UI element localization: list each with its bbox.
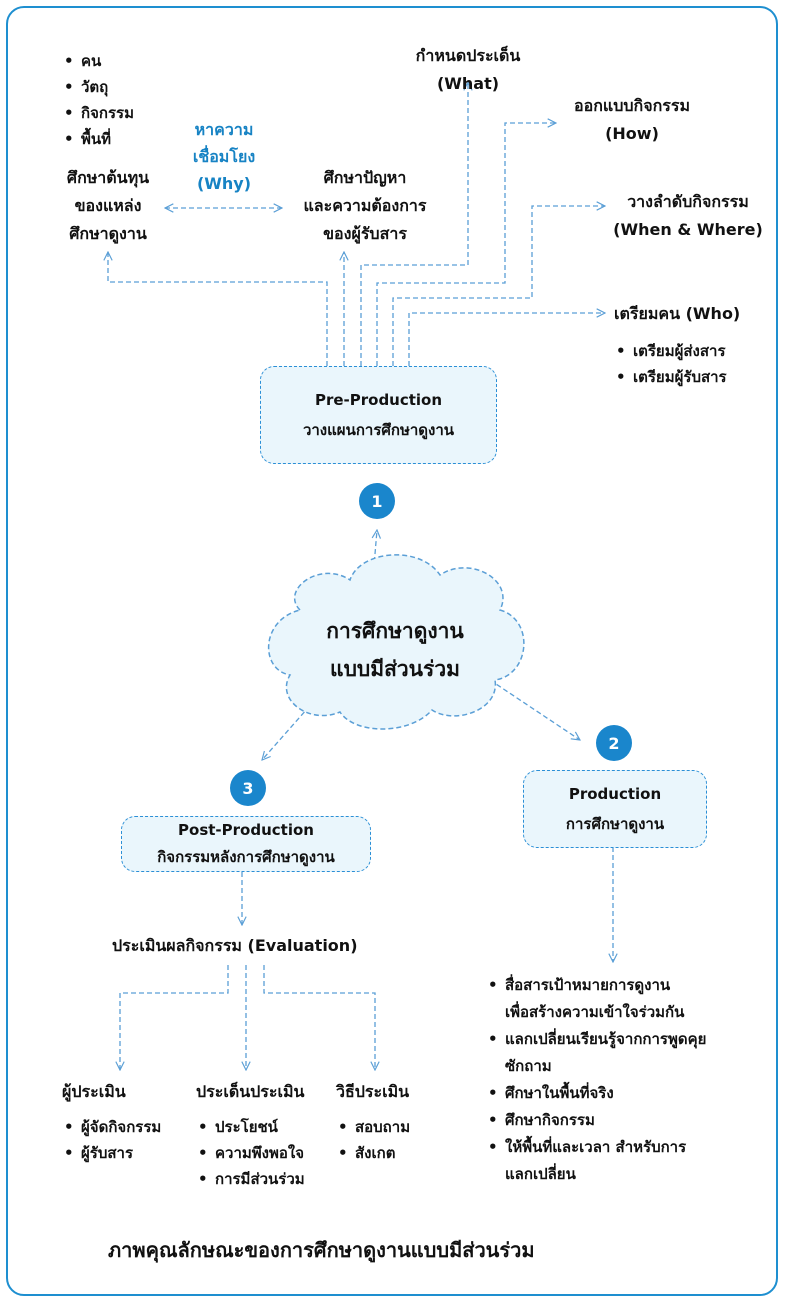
what-node: กำหนดประเด็น (What) — [415, 46, 521, 93]
line-eval-to-methods — [263, 965, 375, 1070]
step-badge-3: 3 — [230, 770, 266, 806]
list-item: ประโยชน์ — [198, 1114, 305, 1140]
line-eval-to-evaluator — [120, 965, 229, 1070]
line-to-what — [360, 82, 468, 366]
list-item: พื้นที่ — [64, 126, 134, 152]
problem-node: ศึกษาปัญหา และความต้องการ ของผู้รับสาร — [303, 168, 427, 243]
figure-caption: ภาพคุณลักษณะของการศึกษาดูงานแบบมีส่วนร่ว… — [108, 1238, 535, 1262]
list-item-continued: เพื่อสร้างความเข้าใจร่วมกัน — [505, 1003, 685, 1021]
list-item-continued: ซักถาม — [505, 1057, 552, 1075]
why-label: หาความ เชื่อมโยง (Why) — [192, 120, 256, 193]
left-node: ศึกษาต้นทุน ของแหล่ง ศึกษาดูงาน — [66, 168, 150, 243]
who-list: เตรียมผู้ส่งสาร เตรียมผู้รับสาร — [616, 338, 727, 390]
step-badge-1: 1 — [359, 483, 395, 519]
list-item: ความพึงพอใจ — [198, 1140, 305, 1166]
list-item: สอบถาม — [338, 1114, 410, 1140]
issues-list: ประโยชน์ ความพึงพอใจ การมีส่วนร่วม — [198, 1114, 305, 1192]
production-list: สื่อสารเป้าหมายการดูงาน เพื่อสร้างความเข… — [488, 972, 706, 1188]
list-item: ผู้รับสาร — [64, 1140, 161, 1166]
top-left-list: คน วัตถุ กิจกรรม พื้นที่ — [64, 48, 134, 152]
evaluator-title: ผู้ประเมิน — [62, 1082, 126, 1101]
who-title: เตรียมคน (Who) — [614, 304, 741, 323]
methods-title: วิธีประเมิน — [336, 1082, 410, 1101]
line-cloud-to-production — [489, 679, 580, 740]
diagram-frame — [6, 6, 778, 1296]
cloud-shape — [268, 554, 525, 730]
issues-title: ประเด็นประเมิน — [196, 1082, 305, 1101]
list-item-continued: แลกเปลี่ยน — [505, 1165, 576, 1183]
list-item: การมีส่วนร่วม — [198, 1166, 305, 1192]
when-node: วางลำดับกิจกรรม (When & Where) — [613, 192, 763, 239]
evaluator-list: ผู้จัดกิจกรรม ผู้รับสาร — [64, 1114, 161, 1166]
list-item: ให้พื้นที่และเวลา สำหรับการ — [488, 1134, 706, 1161]
list-item: เตรียมผู้รับสาร — [616, 364, 727, 390]
list-item: สื่อสารเป้าหมายการดูงาน — [488, 972, 706, 999]
list-item: วัตถุ — [64, 74, 134, 100]
list-item: คน — [64, 48, 134, 74]
line-to-how — [376, 123, 556, 366]
line-to-who — [408, 313, 605, 366]
evaluation-label: ประเมินผลกิจกรรม (Evaluation) — [112, 936, 358, 955]
line-to-left-node — [108, 252, 328, 366]
methods-list: สอบถาม สังเกต — [338, 1114, 410, 1166]
line-to-when — [392, 206, 605, 366]
line-cloud-to-post — [262, 699, 316, 760]
cloud-title: การศึกษาดูงาน แบบมีส่วนร่วม — [326, 619, 464, 681]
list-item: ศึกษากิจกรรม — [488, 1107, 706, 1134]
pre-production-box: Pre-Production วางแผนการศึกษาดูงาน — [260, 366, 497, 464]
list-item: เตรียมผู้ส่งสาร — [616, 338, 727, 364]
post-production-box: Post-Production กิจกรรมหลังการศึกษาดูงาน — [121, 816, 371, 872]
list-item: สังเกต — [338, 1140, 410, 1166]
list-item: ศึกษาในพื้นที่จริง — [488, 1080, 706, 1107]
list-item: ผู้จัดกิจกรรม — [64, 1114, 161, 1140]
production-box: Production การศึกษาดูงาน — [523, 770, 707, 848]
list-item: แลกเปลี่ยนเรียนรู้จากการพูดคุย — [488, 1026, 706, 1053]
how-node: ออกแบบกิจกรรม (How) — [573, 96, 690, 143]
step-badge-2: 2 — [596, 725, 632, 761]
list-item: กิจกรรม — [64, 100, 134, 126]
